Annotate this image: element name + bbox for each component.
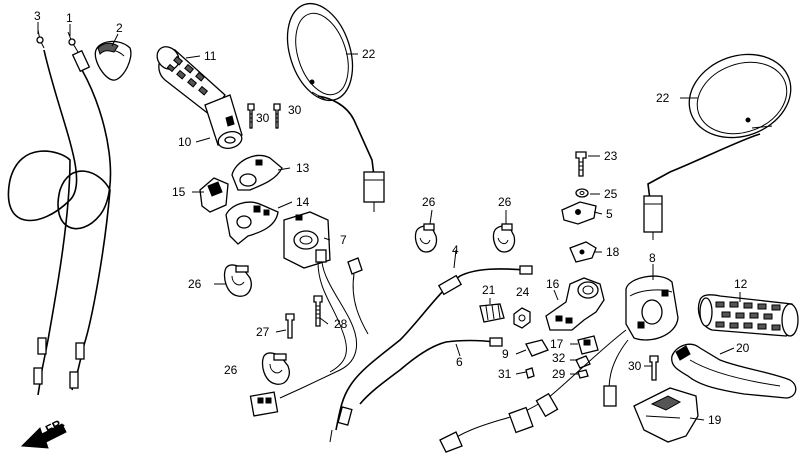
callout-2: 2 <box>116 21 123 35</box>
throttle-cable-3 <box>7 29 78 396</box>
callout-14: 14 <box>296 195 310 209</box>
mirror-part-22-left <box>286 2 385 212</box>
callout-4: 4 <box>452 243 459 257</box>
screw-part-23 <box>575 151 587 177</box>
screw-part-29 <box>577 369 589 379</box>
clutch-cable-part-4 <box>329 265 533 443</box>
cable-clamp-part-26-d <box>492 223 516 253</box>
callout-30-a: 30 <box>256 111 270 125</box>
callout-21: 21 <box>482 283 496 297</box>
callout-18: 18 <box>606 245 620 259</box>
callout-26-d: 26 <box>498 195 512 209</box>
brake-lever-part-20 <box>671 343 797 399</box>
callout-labels: 3 1 2 11 22 22 30 30 10 13 15 14 7 26 26… <box>34 9 750 427</box>
callout-12: 12 <box>734 277 748 291</box>
small-part-9 <box>525 339 549 357</box>
callout-11: 11 <box>204 49 217 63</box>
callout-3: 3 <box>34 9 41 23</box>
throttle-cover-part-2 <box>94 40 132 81</box>
callout-7: 7 <box>340 233 347 247</box>
screw-part-30-pair <box>247 103 281 129</box>
callout-16: 16 <box>546 277 560 291</box>
callout-24: 24 <box>516 285 530 299</box>
callout-23: 23 <box>604 149 618 163</box>
callout-19: 19 <box>708 413 722 427</box>
callout-26-c: 26 <box>422 195 436 209</box>
screw-part-31 <box>525 367 535 379</box>
callout-22-left: 22 <box>362 47 376 61</box>
callout-30-b: 30 <box>288 103 302 117</box>
callout-25: 25 <box>604 187 618 201</box>
callout-28: 28 <box>334 317 348 331</box>
right-grip-part-12 <box>697 294 799 337</box>
callout-9: 9 <box>502 347 509 361</box>
screw-part-27 <box>285 313 295 339</box>
callout-1: 1 <box>66 11 73 25</box>
callout-8: 8 <box>649 251 656 265</box>
callout-31: 31 <box>498 367 512 381</box>
screw-part-32 <box>575 355 591 369</box>
callout-26-b: 26 <box>224 363 238 377</box>
callout-29: 29 <box>552 367 566 381</box>
switch-part-17 <box>577 335 599 355</box>
throttle-cable-1 <box>57 31 112 391</box>
front-direction-arrow-icon: FR. <box>20 416 67 449</box>
callout-30-c: 30 <box>628 359 642 373</box>
screw-part-28 <box>313 295 323 327</box>
callout-27: 27 <box>256 325 270 339</box>
callout-32: 32 <box>552 351 566 365</box>
callout-20: 20 <box>736 341 750 355</box>
callout-15: 15 <box>172 185 186 199</box>
callout-6: 6 <box>456 355 463 369</box>
screw-part-30-right <box>649 355 659 381</box>
locknut-part-24 <box>513 307 531 329</box>
washer-part-25 <box>575 188 589 198</box>
bracket-part-18 <box>569 241 597 263</box>
bracket-part-5 <box>561 201 597 225</box>
adjuster-part-21 <box>479 303 505 323</box>
callout-26-a: 26 <box>188 277 202 291</box>
switch-housing-part-13 <box>231 154 283 191</box>
callout-10: 10 <box>178 135 192 149</box>
right-switch-housing-part-8 <box>439 275 679 453</box>
callout-5: 5 <box>606 207 613 221</box>
leader-lines <box>37 22 741 421</box>
throttle-grip-part-11 <box>156 46 243 149</box>
cable-clamp-part-26-b <box>261 352 290 385</box>
cable-clamp-part-26-a <box>223 264 252 297</box>
callout-17: 17 <box>550 337 564 351</box>
switch-housing-part-15 <box>199 177 229 213</box>
cable-part-6 <box>359 337 503 405</box>
lever-cover-part-19 <box>633 387 699 443</box>
cable-clamp-part-26-c <box>414 223 438 253</box>
switch-housing-part-14 <box>225 201 279 245</box>
clutch-lever-bracket-part-16 <box>545 277 605 331</box>
callout-13: 13 <box>296 161 310 175</box>
mirror-part-22-right <box>643 53 792 240</box>
left-switch-assembly-part-7 <box>249 211 369 417</box>
callout-22-right: 22 <box>656 91 670 105</box>
